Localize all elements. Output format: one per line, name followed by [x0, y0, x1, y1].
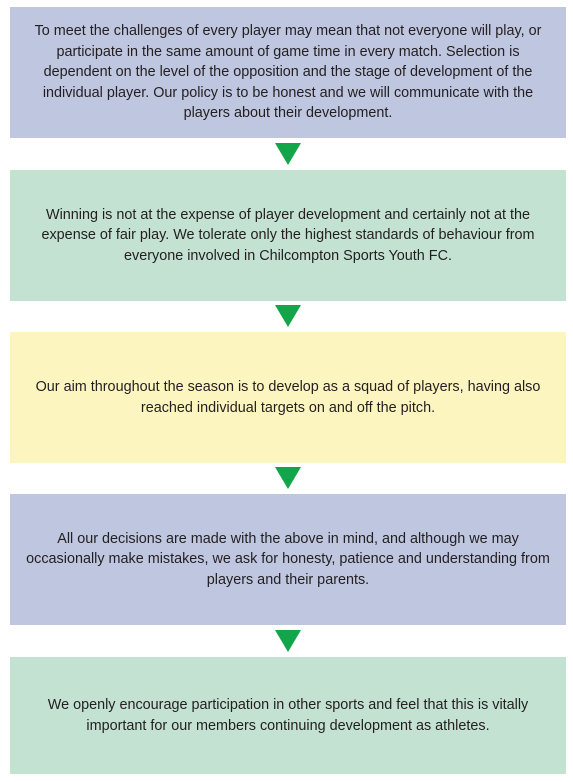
down-arrow-icon [275, 143, 301, 165]
policy-box-selection: To meet the challenges of every player m… [10, 7, 566, 138]
policy-box-text: All our decisions are made with the abov… [26, 530, 550, 588]
policy-box-decisions: All our decisions are made with the abov… [10, 494, 566, 625]
down-arrow-icon [275, 630, 301, 652]
policy-box-text: To meet the challenges of every player m… [34, 23, 542, 122]
policy-box-text: We openly encourage participation in oth… [47, 697, 529, 734]
down-arrow-icon [275, 305, 301, 327]
policy-box-other-sports: We openly encourage participation in oth… [10, 657, 566, 774]
policy-box-season-aim: Our aim throughout the season is to deve… [10, 332, 566, 463]
policy-box-text: Winning is not at the expense of player … [41, 206, 535, 264]
policy-box-text: Our aim throughout the season is to deve… [35, 379, 541, 416]
down-arrow-icon [275, 467, 301, 489]
policy-box-fair-play: Winning is not at the expense of player … [10, 170, 566, 301]
